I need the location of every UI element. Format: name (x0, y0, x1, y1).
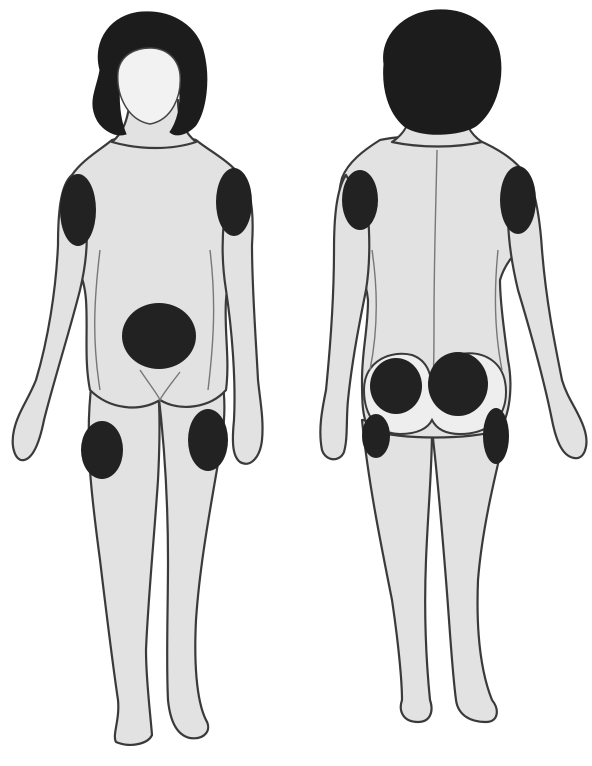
back-right-leg (362, 420, 432, 722)
front-left-upper-arm-site (216, 168, 252, 236)
front-abdomen-site (122, 303, 196, 369)
front-left-thigh-site (188, 409, 228, 471)
back-right-buttock-site (370, 358, 422, 414)
back-left-leg (432, 430, 506, 722)
back-left-upper-arm-site (500, 166, 536, 234)
front-view-figure (13, 12, 263, 745)
back-view-figure (320, 10, 586, 722)
front-right-thigh-site (81, 421, 123, 479)
back-left-buttock-site (428, 352, 488, 416)
back-hair (384, 10, 501, 134)
back-right-thigh-site (362, 414, 390, 458)
front-right-upper-arm-site (60, 174, 96, 246)
back-right-upper-arm-site (342, 170, 378, 230)
back-left-thigh-site (483, 408, 509, 464)
